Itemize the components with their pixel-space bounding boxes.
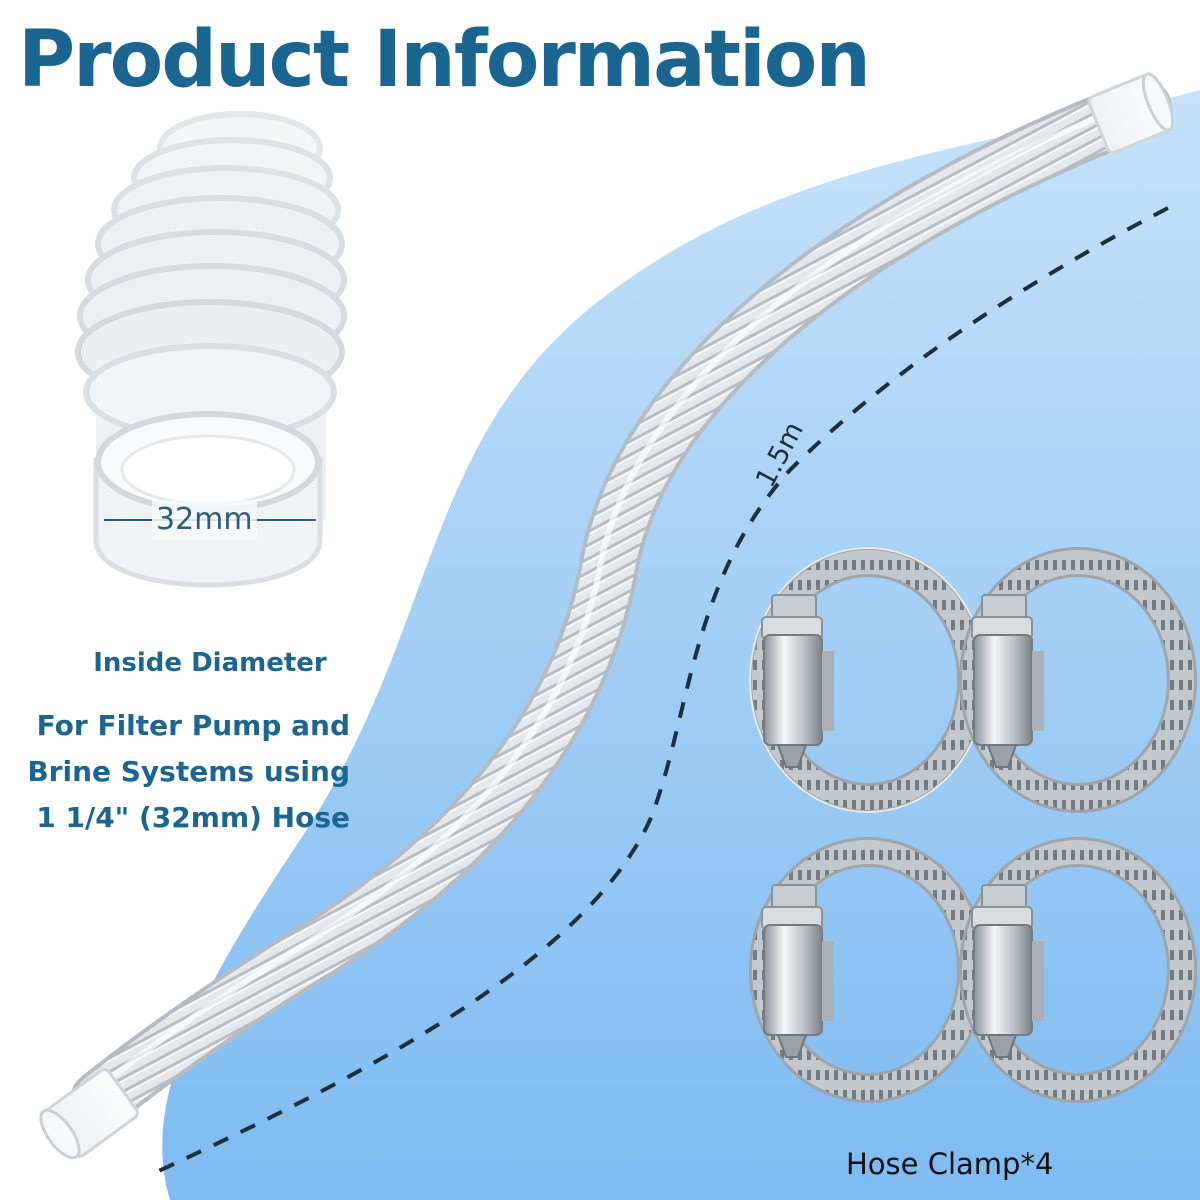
- hose-end-bottom: [39, 1068, 139, 1160]
- hose-end-top: [1087, 72, 1175, 154]
- usage-line: For Filter Pump and: [36, 709, 350, 742]
- usage-description: For Filter Pump and Brine Systems using …: [0, 703, 350, 841]
- hose-clamp: [959, 547, 1197, 813]
- hose-closeup: [75, 111, 347, 588]
- page-title: Product Information: [18, 15, 871, 105]
- length-dimension-line: [149, 206, 1169, 1177]
- inside-diameter-label: Inside Diameter: [93, 648, 327, 678]
- inside-diameter-dimension: 32mm: [152, 500, 257, 540]
- usage-line: 1 1/4" (32mm) Hose: [36, 801, 350, 834]
- clamp-caption: Hose Clamp*4: [846, 1147, 1054, 1181]
- water-background: [162, 90, 1200, 1200]
- hose-clamp: [959, 837, 1197, 1103]
- usage-line: Brine Systems using: [27, 755, 350, 788]
- long-hose: [39, 72, 1175, 1160]
